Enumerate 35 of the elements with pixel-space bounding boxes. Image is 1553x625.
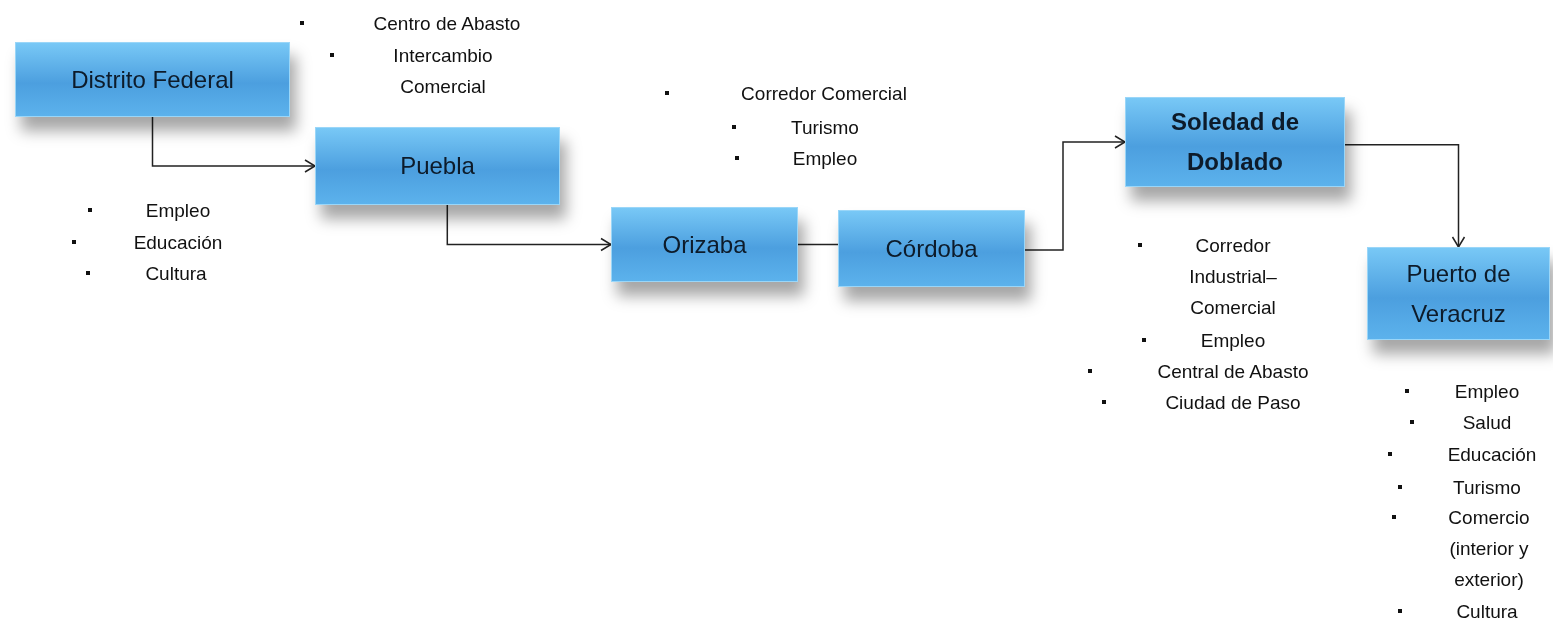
connector-line xyxy=(797,243,839,246)
arrow xyxy=(1344,143,1466,248)
city-box xyxy=(15,42,290,117)
arrow xyxy=(446,204,612,252)
list-item: Intercambio Comercial xyxy=(392,44,494,99)
city-name: Puerto de Veracruz xyxy=(1405,258,1512,329)
city-box xyxy=(838,210,1025,287)
list-item: Comercio (interior y exterior) xyxy=(1447,506,1531,592)
list-item: Ciudad de Paso xyxy=(1164,391,1302,415)
list-item: Empleo xyxy=(791,147,859,171)
arrow xyxy=(1024,135,1126,251)
list-item: Empleo xyxy=(1453,380,1521,404)
city-name: Orizaba xyxy=(662,229,747,260)
city-name: Córdoba xyxy=(885,233,978,264)
list-item: Cultura xyxy=(1455,600,1519,624)
city-name: Distrito Federal xyxy=(71,64,234,95)
list-item: Empleo xyxy=(144,199,212,223)
list-item: Turismo xyxy=(1452,476,1522,500)
list-item: Empleo xyxy=(1199,329,1267,353)
list-item: Educación xyxy=(1446,443,1538,467)
list-item: Salud xyxy=(1461,411,1513,435)
city-name: Puebla xyxy=(400,151,475,181)
arrow xyxy=(151,116,316,173)
list-item: Cultura xyxy=(144,262,208,286)
city-box xyxy=(1367,247,1550,340)
city-box xyxy=(1125,97,1345,187)
list-item: Corredor Comercial xyxy=(740,82,908,106)
city-box xyxy=(315,127,560,205)
list-item: Educación xyxy=(132,231,224,255)
list-item: Central de Abasto xyxy=(1156,360,1310,384)
city-name: Soledad de Doblado xyxy=(1170,107,1300,177)
list-item: Corredor Industrial–Comercial xyxy=(1188,234,1278,320)
list-item: Centro de Abasto xyxy=(372,12,522,36)
city-box xyxy=(611,207,798,282)
list-item: Turismo xyxy=(790,116,860,140)
